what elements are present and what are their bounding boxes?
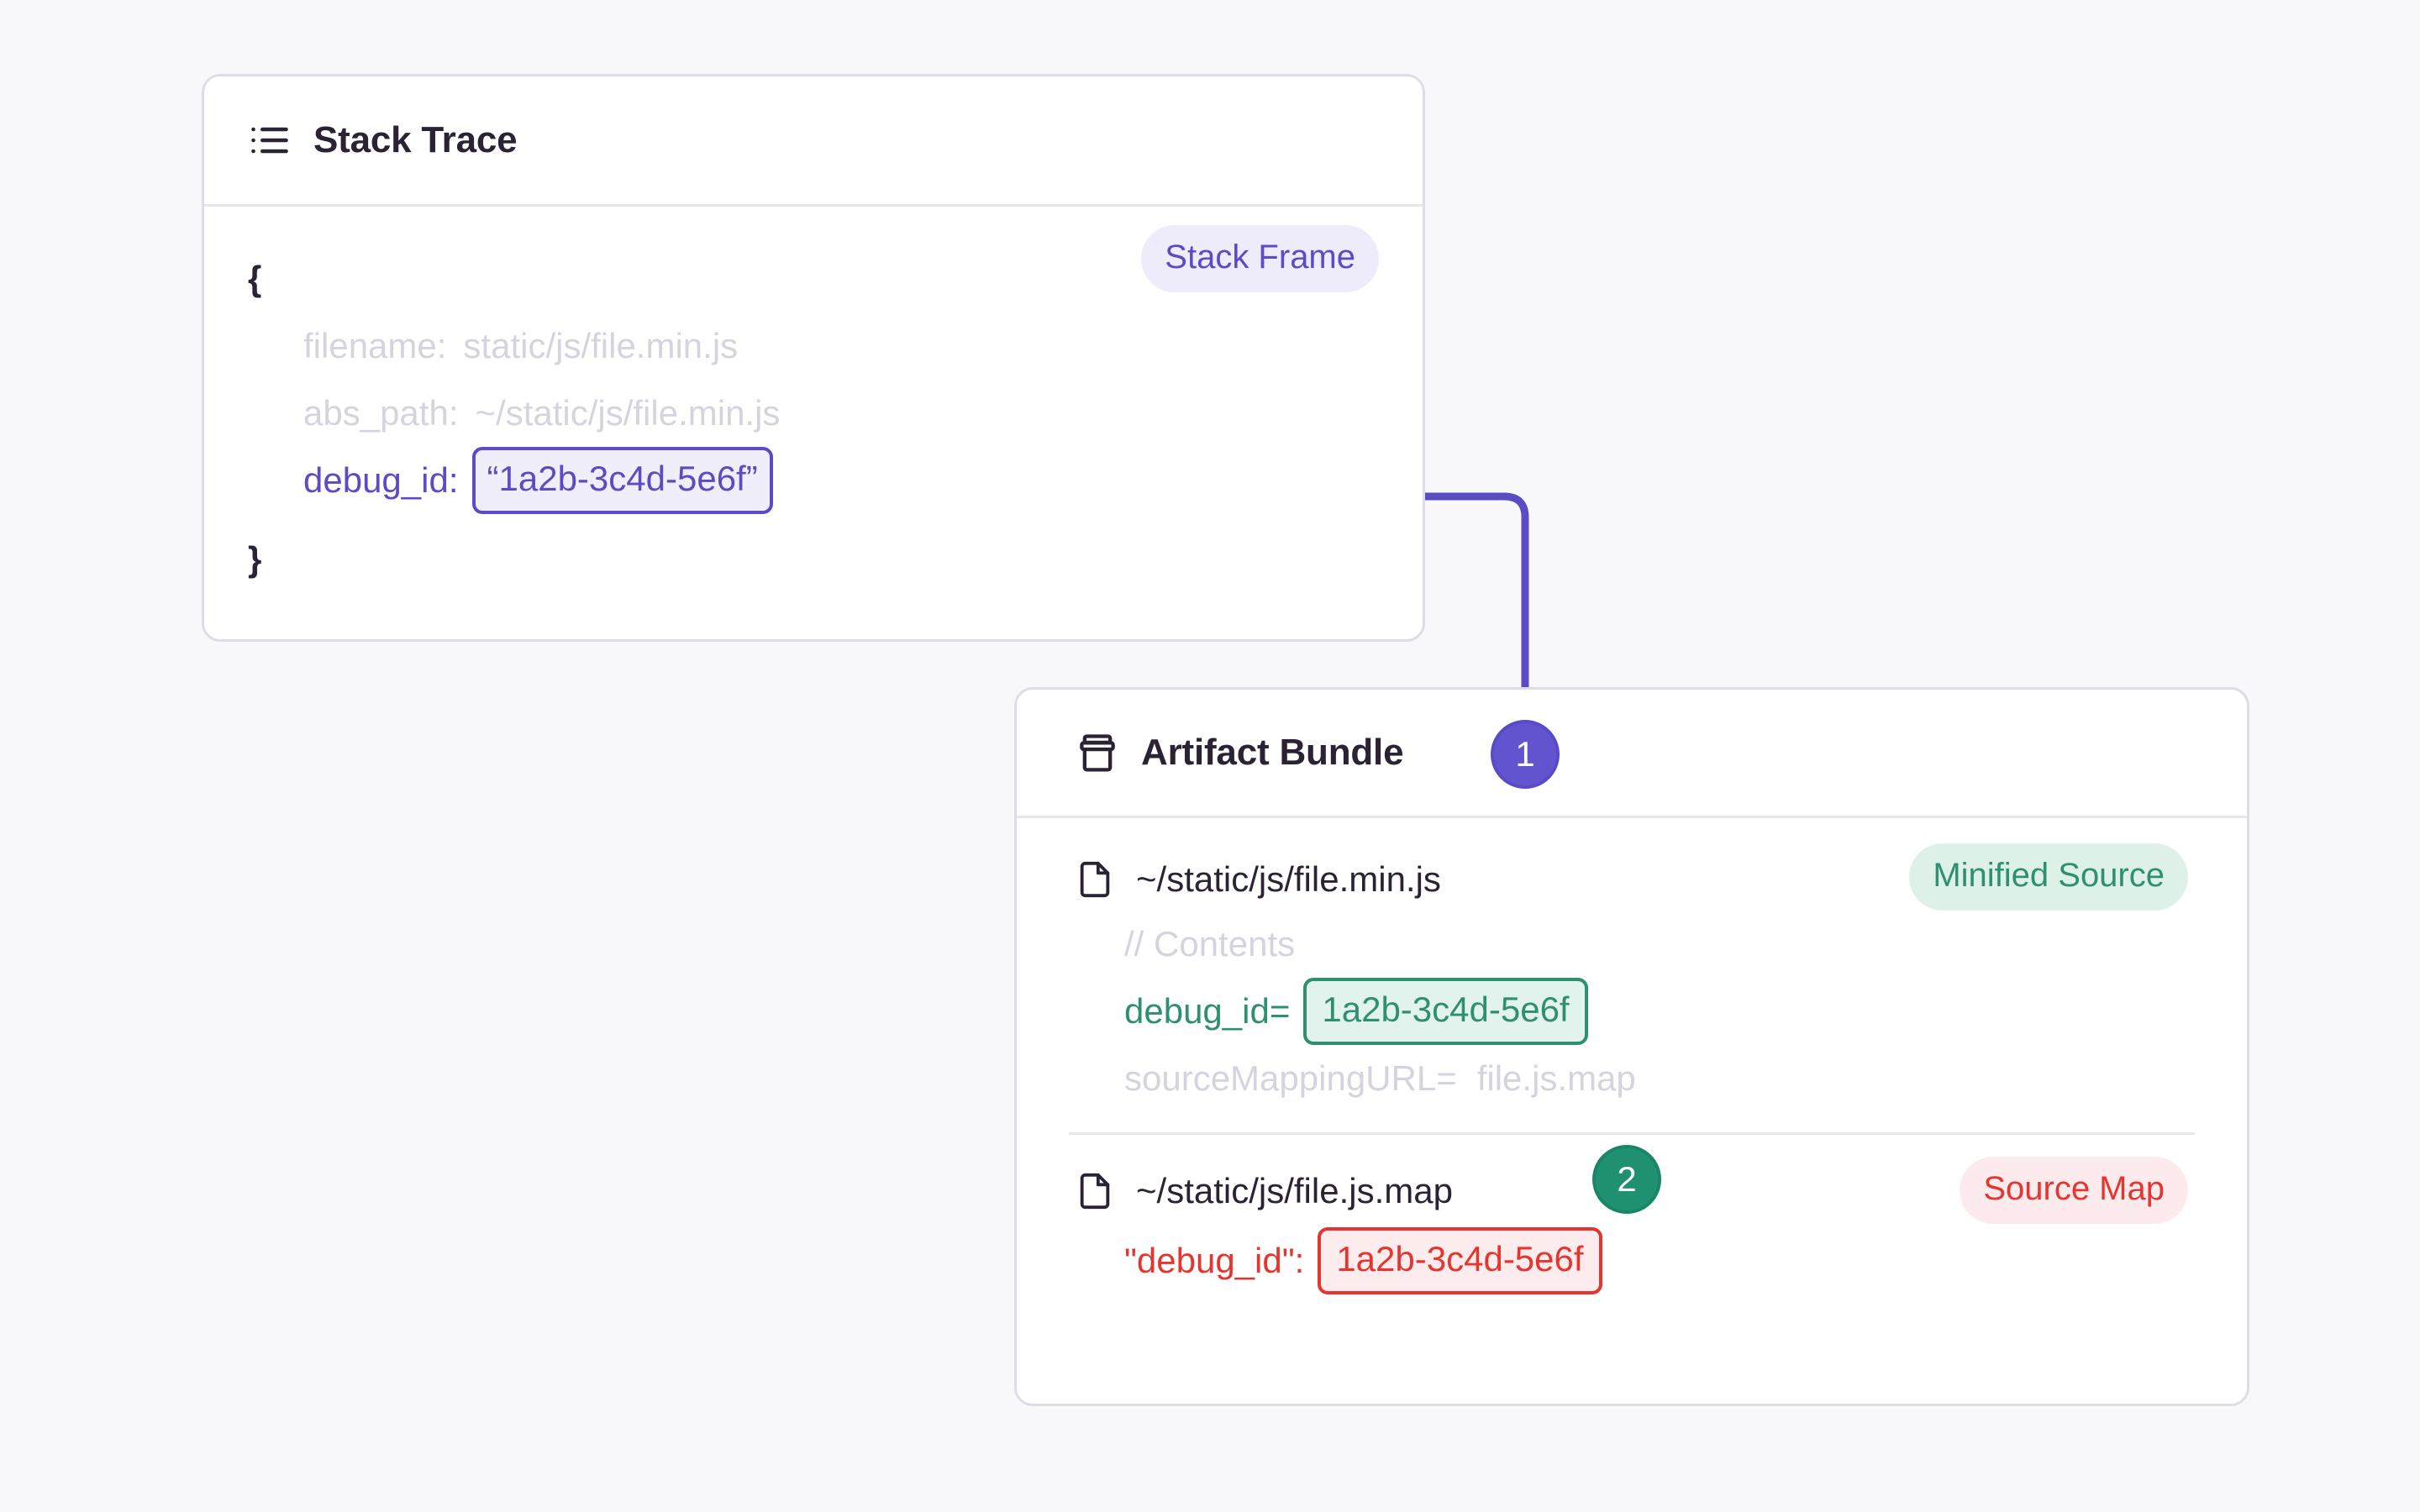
line-source-mapping-url: sourceMappingURL= file.js.map: [1076, 1045, 2188, 1112]
file-icon: [1076, 1172, 1114, 1210]
artifact-bundle-card: Artifact Bundle Minified Source ~/static…: [1014, 687, 2249, 1406]
stack-trace-title: Stack Trace: [313, 119, 518, 160]
source-mapping-url-key: sourceMappingURL=: [1124, 1058, 1457, 1098]
package-icon: [1076, 731, 1119, 774]
artifact-bundle-section-divider: [1069, 1132, 2195, 1135]
stack-trace-card-header: Stack Trace: [204, 76, 1423, 204]
file-path-source-map: ~/static/js/file.js.map: [1136, 1171, 1453, 1210]
code-line-close-brace: }: [248, 526, 1379, 593]
artifact-bundle-header-divider: [1017, 816, 2247, 818]
field-debug-id-key: debug_id:: [303, 460, 459, 500]
source-map-debug-id-value-highlight: 1a2b-3c4d-5e6f: [1318, 1227, 1602, 1294]
file-section-source-map: Source Map ~/static/js/file.js.map "debu…: [1017, 1135, 2247, 1294]
stack-trace-card-body: Stack Frame { filename: static/js/file.m…: [204, 207, 1423, 593]
open-brace: {: [248, 259, 262, 298]
stack-trace-card: Stack Trace Stack Frame { filename: stat…: [202, 74, 1425, 642]
field-filename-key: filename:: [303, 326, 447, 365]
close-brace: }: [248, 539, 262, 579]
line-minified-debug-id: debug_id= 1a2b-3c4d-5e6f: [1076, 978, 2188, 1045]
source-map-debug-id-key: "debug_id":: [1124, 1241, 1305, 1280]
line-source-map-debug-id: "debug_id": 1a2b-3c4d-5e6f: [1076, 1227, 2188, 1294]
field-filename-value: static/js/file.min.js: [463, 326, 739, 365]
minified-debug-id-key: debug_id=: [1124, 991, 1291, 1031]
contents-comment-text: // Contents: [1124, 924, 1296, 963]
artifact-bundle-card-body: Minified Source ~/static/js/file.min.js …: [1017, 818, 2247, 1294]
file-icon: [1076, 860, 1114, 899]
file-row-source-map: ~/static/js/file.js.map: [1076, 1160, 2188, 1222]
debug-id-value-highlight: “1a2b-3c4d-5e6f”: [471, 447, 773, 514]
field-debug-id: debug_id: “1a2b-3c4d-5e6f”: [248, 447, 1379, 514]
source-mapping-url-value: file.js.map: [1476, 1058, 1636, 1098]
status-badge-source-map: Source Map: [1960, 1157, 2188, 1224]
field-abs-path-value: ~/static/js/file.min.js: [475, 393, 781, 433]
status-badge-stack-frame: Stack Frame: [1141, 225, 1379, 292]
status-badge-minified-source: Minified Source: [1909, 843, 2188, 911]
file-path-minified-source: ~/static/js/file.min.js: [1136, 859, 1441, 899]
file-section-minified-source: Minified Source ~/static/js/file.min.js …: [1017, 818, 2247, 1112]
artifact-bundle-card-header: Artifact Bundle: [1017, 690, 2247, 816]
step-badge-1: 1: [1491, 720, 1560, 789]
step-badge-2: 2: [1592, 1145, 1661, 1214]
field-abs-path: abs_path: ~/static/js/file.min.js: [248, 380, 1379, 447]
artifact-bundle-title: Artifact Bundle: [1141, 732, 1404, 773]
line-contents-comment: // Contents: [1076, 911, 2188, 978]
field-filename: filename: static/js/file.min.js: [248, 312, 1379, 380]
field-abs-path-key: abs_path:: [303, 393, 459, 433]
stack-trace-header-divider: [204, 204, 1423, 207]
list-icon: [248, 118, 292, 162]
minified-debug-id-value-highlight: 1a2b-3c4d-5e6f: [1303, 978, 1588, 1045]
code-line-open-brace: {: [248, 245, 1379, 312]
